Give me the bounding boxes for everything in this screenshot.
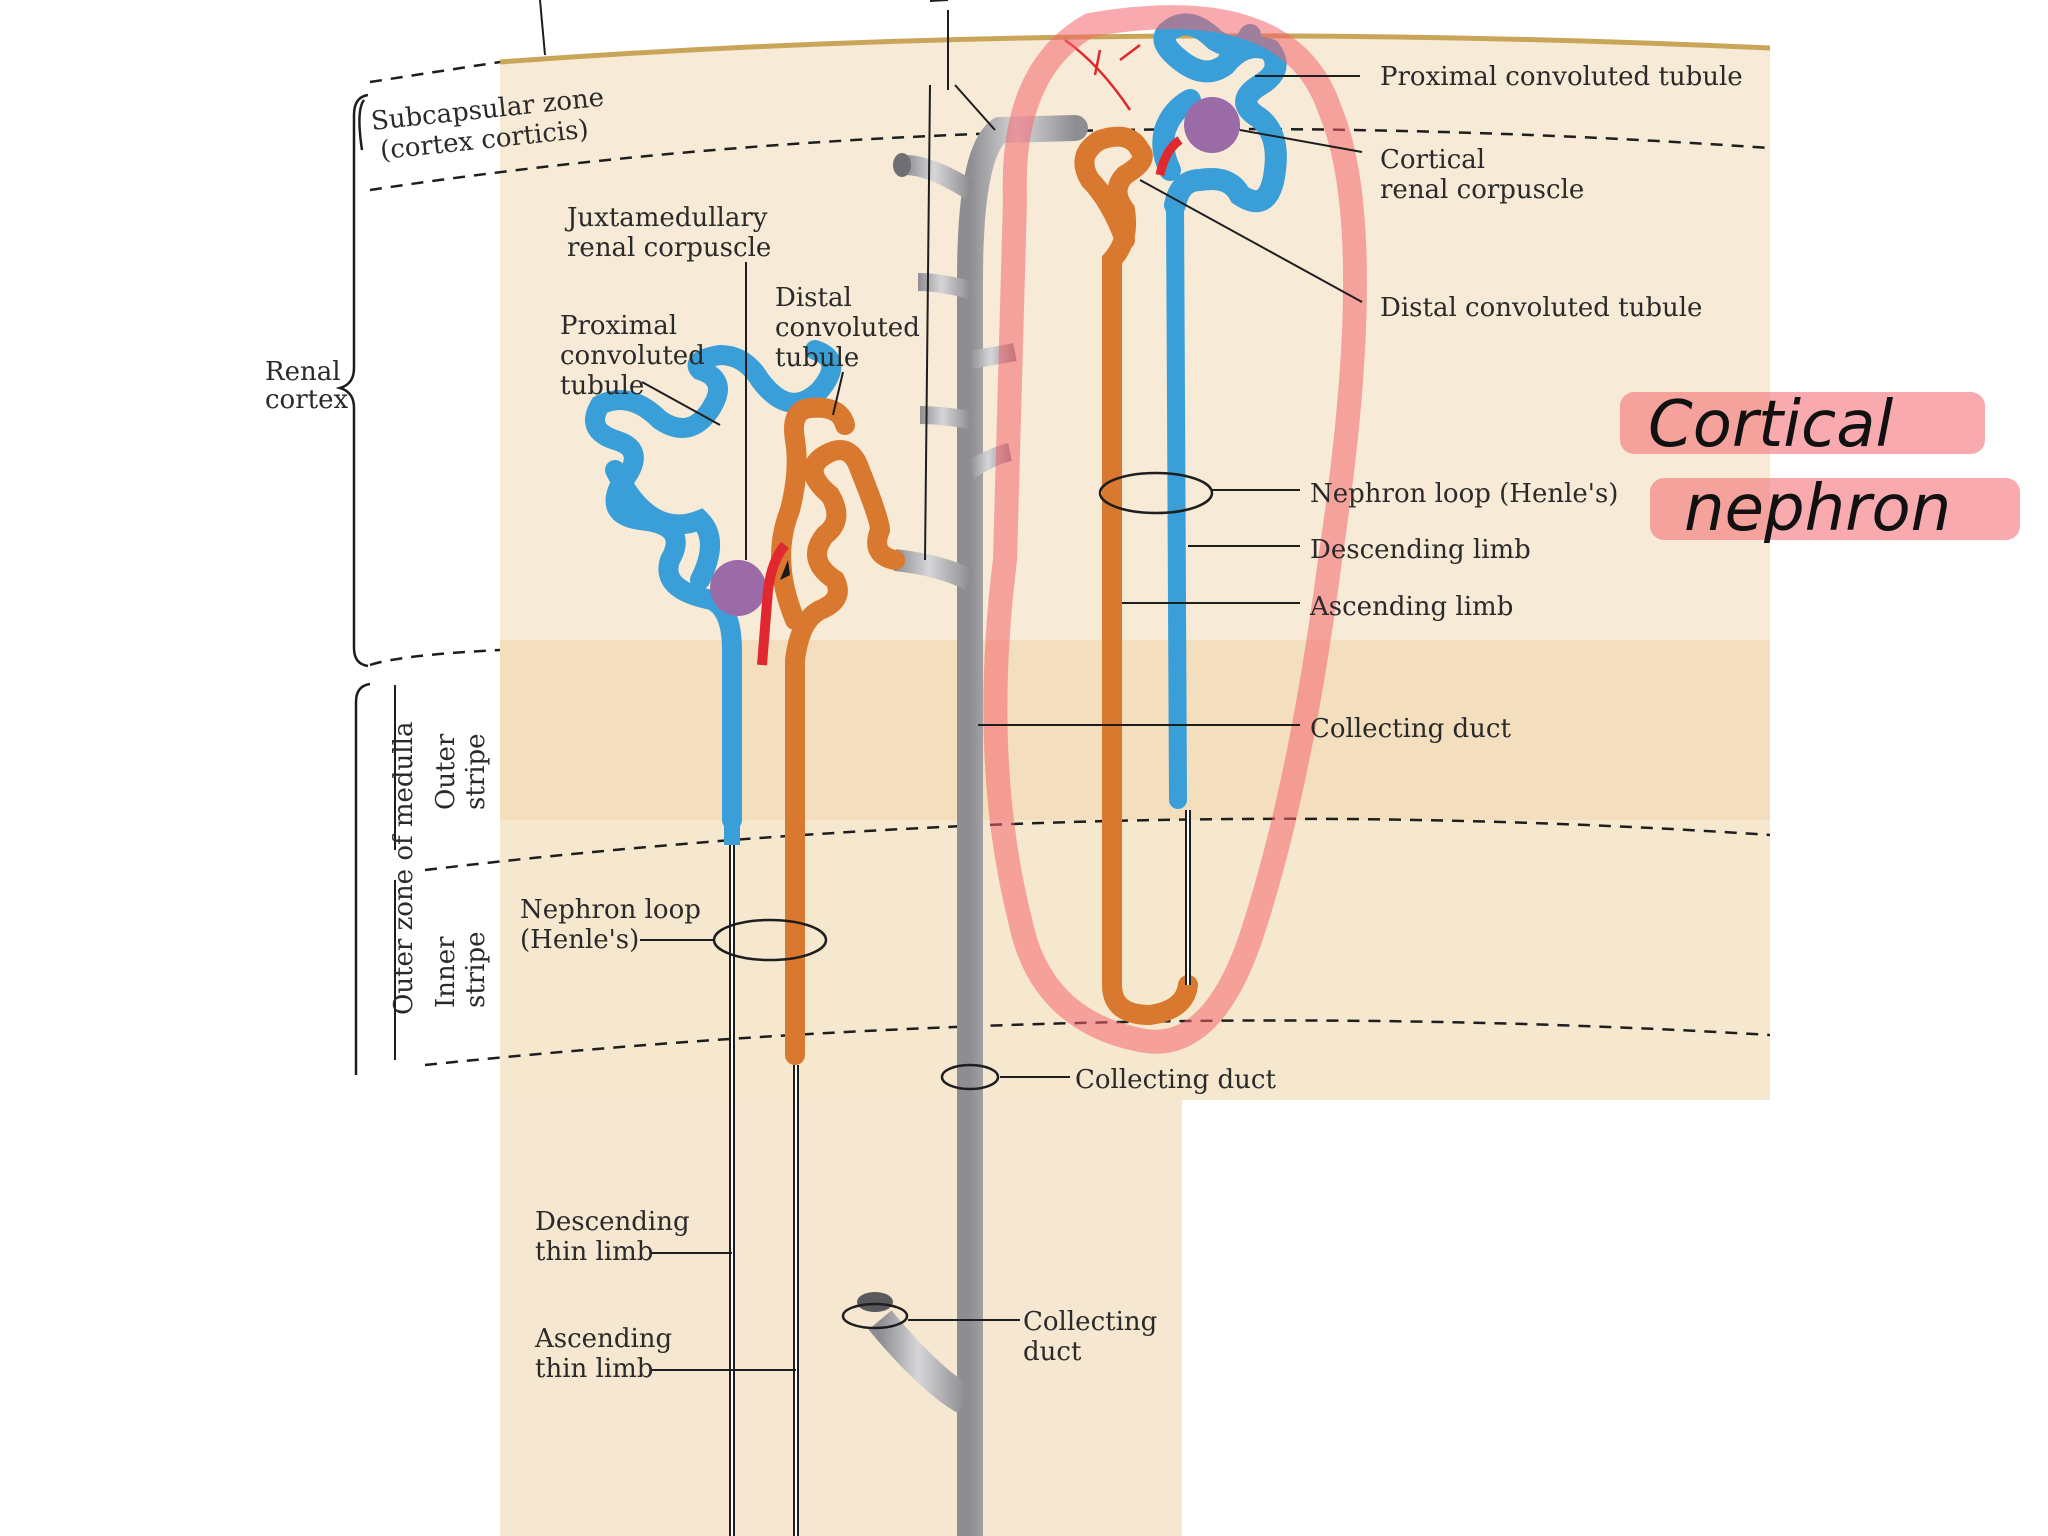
asc-thin-label-2: thin limb	[535, 1354, 653, 1384]
outer-zone-label: Outer zone of medulla	[389, 722, 419, 1015]
right-loop-label: Nephron loop (Henle's)	[1310, 479, 1618, 509]
desc-thin-label-2: thin limb	[535, 1237, 653, 1267]
renal-cortex-brace	[335, 93, 369, 668]
inner-stripe-label-1: Inner	[431, 936, 461, 1008]
right-ascending-label: Ascending limb	[1309, 592, 1513, 622]
outer-stripe-label-1: Outer	[431, 733, 461, 810]
cd-lower-label-2: duct	[1023, 1337, 1082, 1367]
annotation-highlight-2	[1650, 478, 2020, 540]
left-pct-label-3: tubule	[560, 371, 644, 401]
right-arteriole	[1155, 136, 1183, 176]
left-arteriole	[757, 541, 789, 666]
inner-stripe-label-2: stripe	[461, 931, 491, 1008]
right-distal-tubule	[1074, 126, 1198, 1026]
left-dct-label-1: Distal	[775, 283, 852, 313]
juxtamedullary-label-2: renal corpuscle	[567, 233, 771, 263]
renal-capsule	[499, 33, 1771, 65]
right-corpuscle-label-1: Cortical	[1380, 145, 1485, 175]
left-corpuscle	[710, 560, 766, 616]
left-dct-label-3: tubule	[775, 343, 859, 373]
right-cd-label: Collecting duct	[1310, 714, 1511, 744]
subcapsular-brace	[358, 99, 366, 151]
juxtamedullary-label-1: Juxtamedullary	[564, 203, 768, 233]
annotation-nephron: nephron	[1684, 472, 1951, 546]
left-loop-label-2: (Henle's)	[520, 925, 639, 955]
cortex-label: cortex	[265, 385, 348, 415]
outer-stripe-label-2: stripe	[461, 733, 491, 810]
right-corpuscle-label-2: renal corpuscle	[1380, 175, 1584, 205]
lower-duct-ring	[841, 1302, 909, 1330]
capsule-dash	[369, 60, 501, 84]
right-descending-label: Descending limb	[1310, 535, 1531, 565]
annotation-highlight-1	[1620, 392, 1985, 454]
cortex-medulla-boundary	[369, 648, 501, 667]
right-pct-label: Proximal convoluted tubule	[1380, 62, 1743, 92]
right-loop-ring	[1098, 471, 1214, 515]
medulla-outer-stripe-region	[500, 640, 1770, 820]
renal-label: Renal	[265, 357, 341, 387]
annotation-cortical: Cortical	[1648, 388, 1893, 462]
medulla-inner-stripe-region	[500, 820, 1770, 1100]
medulla-lower-region	[500, 1100, 1182, 1536]
right-descending-limb	[1166, 196, 1187, 809]
left-pct-label-2: convoluted	[560, 341, 705, 371]
medulla-outer-brace	[354, 682, 371, 1075]
stripe-boundary	[424, 817, 1771, 872]
right-corpuscle	[1184, 97, 1240, 153]
left-pct-label-1: Proximal	[560, 311, 677, 341]
desc-thin-label-1: Descending	[535, 1207, 690, 1237]
asc-thin-label-1: Ascending	[534, 1324, 672, 1354]
subcapsular-boundary	[369, 127, 1771, 192]
right-dct-label: Distal convoluted tubule	[1380, 293, 1702, 323]
left-distal-tubule	[785, 440, 905, 1065]
left-proximal-tubule	[585, 340, 842, 830]
leader-lines	[539, 0, 1363, 1371]
left-dct-label-2: convoluted	[775, 313, 920, 343]
cortical-nephron-highlight	[983, 5, 1367, 1054]
cd-lower-label-1: Collecting	[1023, 1307, 1157, 1337]
mid-duct-ring	[940, 1063, 1000, 1091]
cd-mid-label: Collecting duct	[1075, 1065, 1276, 1095]
left-loop-label-1: Nephron loop	[520, 895, 701, 925]
